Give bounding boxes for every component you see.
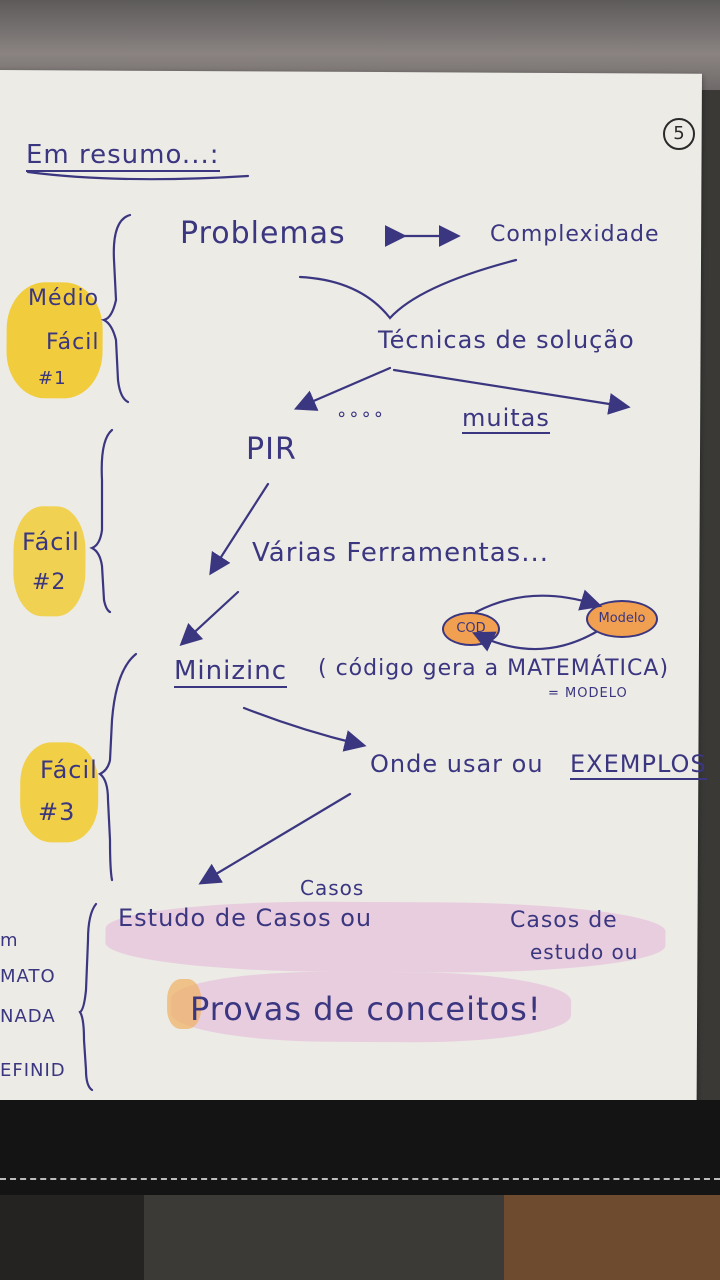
modelo-bubble: Modelo [586,600,658,638]
tools-label: Várias Ferramentas... [252,538,550,568]
case-study-label: Estudo de Casos ou [118,904,373,932]
techniques-label: Técnicas de solução [378,326,635,354]
level-3-line1: Fácil [40,756,98,784]
level-1-line2: Fácil [46,330,100,355]
brace-3 [97,652,138,882]
arrow-minizinc [242,706,367,752]
complexity-label: Complexidade [490,222,660,247]
arrow-examples [198,792,352,885]
arrow-tools [179,590,240,646]
background-bottom [0,1195,720,1280]
margin-word-2: MATO [0,966,56,987]
heading: Em resumo...: [26,140,220,172]
page-number: 5 [663,118,695,150]
level-1-line3: #1 [38,368,67,389]
arrow-right [392,368,631,415]
brace-2 [89,428,114,614]
modelo-label: Modelo [598,611,646,626]
binder-stitching [0,1178,720,1180]
binder-edge [0,1100,720,1195]
brace-4 [78,902,98,1092]
problems-label: Problemas [180,216,346,251]
casos-small-label: Casos [300,876,365,900]
arrow-modelo-cod [472,630,598,652]
margin-word-3: NADA [0,1006,56,1027]
proofs-label: Provas de conceitos! [190,990,542,1028]
level-2-line1: Fácil [22,528,80,556]
heading-underline [26,170,250,181]
margin-word-1: m [0,930,19,951]
arrow-cod-modelo [474,589,603,614]
margin-word-4: EFINID [0,1060,66,1081]
pir-label: PIR [246,432,297,467]
merge-curve [298,258,518,320]
where-label: Onde usar ou [370,750,544,778]
case-studies-line1: Casos de [510,908,618,933]
arrow-pir [209,482,270,576]
minizinc-label: Minizinc [174,656,288,688]
level-1-line1: Médio [28,286,100,311]
level-3-line2: #3 [38,798,76,826]
case-studies-line2: estudo ou [530,940,639,964]
many-label: muitas [462,404,550,434]
examples-label: EXEMPLOS [570,750,707,780]
brace-1 [100,213,132,404]
level-2-line2: #2 [32,570,67,595]
code-math-label: ( código gera a MATEMÁTICA) [318,656,670,681]
dots-label: ∘∘∘∘ [336,404,386,425]
model-equals-label: = MODELO [548,686,628,701]
arrow-left [293,366,392,411]
